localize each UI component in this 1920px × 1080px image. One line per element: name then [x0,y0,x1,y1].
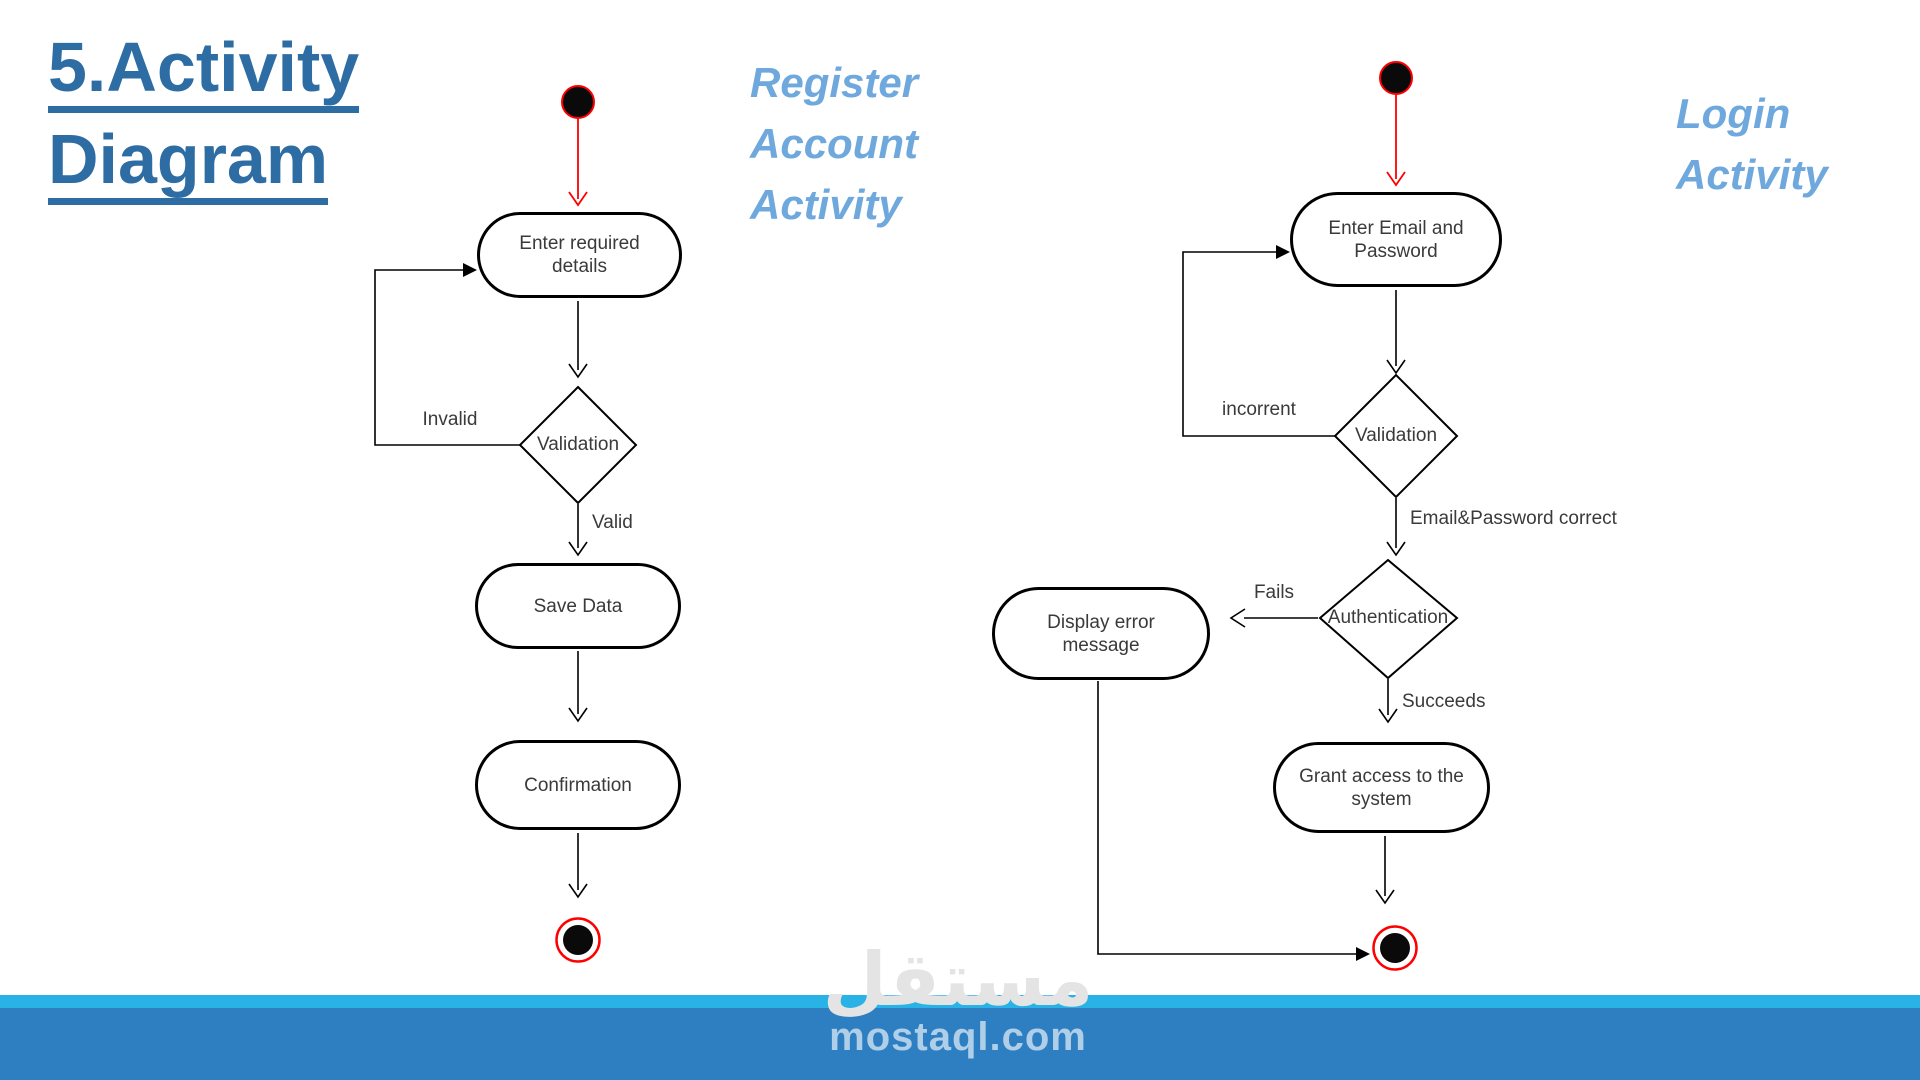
login-arrowhead-grant [1378,708,1398,724]
register-node-confirmation: Confirmation [475,740,681,830]
register-invalid-loop-arrowhead [463,263,477,277]
register-header-line2: Account [750,120,918,167]
register-arrowhead-save [568,541,588,557]
login-start-arrowhead [1386,171,1406,187]
register-validation-diamond [518,385,638,505]
login-edge-label-succeeds: Succeeds [1402,691,1486,712]
login-authentication-diamond [1318,558,1459,680]
register-arrowhead-validation [568,363,588,379]
login-edge-label-incorrect: incorrent [1222,399,1296,420]
login-authentication-label: Authentication [1327,607,1449,628]
login-node-display-error: Display error message [992,587,1210,680]
page-title-line1: 5.Activity [48,32,360,113]
login-error-to-end-arrowhead [1356,947,1370,961]
register-start-node [561,85,595,119]
register-arrowhead-confirmation [568,707,588,723]
register-validation-label: Validation [536,434,620,455]
register-header: Register Account Activity [750,52,918,235]
register-edge-label-valid: Valid [592,512,633,533]
login-header-line1: Login [1676,90,1791,137]
login-validation-label: Validation [1354,425,1438,446]
register-edge-label-invalid: Invalid [422,409,478,430]
login-end-node [1380,933,1410,963]
mostaql-domain-text: mostaql.com [829,1015,1087,1059]
register-node-save-data: Save Data [475,563,681,649]
login-node-grant-access: Grant access to the system [1273,742,1490,833]
mostaql-logo-arabic: مستقل [822,937,1094,1023]
register-invalid-loop-edge [374,269,520,446]
register-header-line1: Register [750,59,919,106]
register-node-enter-details: Enter required details [477,212,682,298]
login-fails-arrowhead [1229,608,1246,628]
login-edge-label-correct: Email&Password correct [1410,508,1617,529]
login-arrowhead-auth [1386,541,1406,557]
register-arrowhead-end [568,883,588,899]
login-start-node [1379,61,1413,95]
login-header-line2: Activity [1676,151,1828,198]
login-arrowhead-validation [1386,359,1406,375]
login-edge-label-fails: Fails [1253,582,1295,603]
login-arrowhead-end [1375,889,1395,905]
footer-accent-strip [0,995,1920,1008]
footer-bar [0,1008,1920,1080]
login-validation-diamond [1333,373,1459,499]
page-title-line2: Diagram [48,124,329,205]
login-incorrect-loop-edge [1182,251,1335,437]
register-end-node [563,925,593,955]
register-header-line3: Activity [750,181,902,228]
login-incorrect-loop-arrowhead [1276,245,1290,259]
login-header: Login Activity [1676,83,1828,205]
register-start-arrowhead [568,191,588,207]
login-node-enter-credentials: Enter Email and Password [1290,192,1502,287]
login-error-to-end-edge [1097,681,1356,955]
